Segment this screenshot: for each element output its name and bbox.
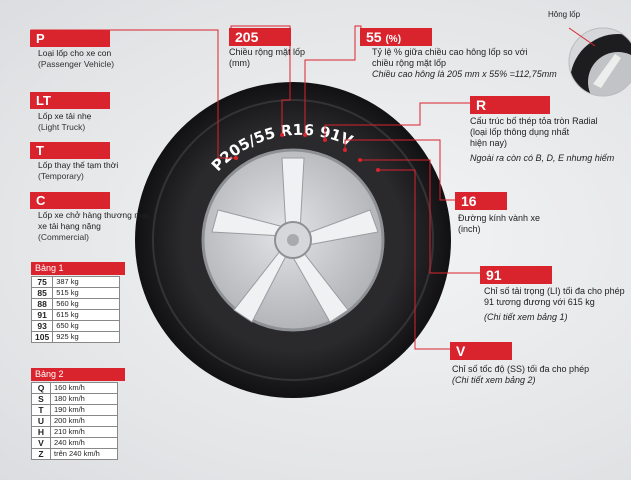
table-key: 88 <box>30 298 54 310</box>
tag-v: V <box>450 342 512 360</box>
table1-title: Bảng 1 <box>31 262 125 275</box>
tag-p: P <box>30 30 110 47</box>
table-value: trên 240 km/h <box>50 448 118 460</box>
table-value: 615 kg <box>52 309 121 321</box>
tag-91: 91 <box>480 266 552 284</box>
inset-label: Hông lốp <box>548 10 581 19</box>
table-key: Q <box>31 382 51 394</box>
tag-55: 55 (%) <box>360 28 432 46</box>
table-key: 105 <box>30 331 54 343</box>
table-value: 200 km/h <box>50 415 118 427</box>
table-value: 387 kg <box>52 276 121 288</box>
tag-205: 205 <box>229 28 291 46</box>
table-key: U <box>31 415 51 427</box>
tag-c: C <box>30 192 110 209</box>
table-value: 180 km/h <box>50 393 118 405</box>
table-value: 925 kg <box>52 331 121 343</box>
tag-r: R <box>470 96 550 114</box>
table-key: Z <box>31 448 51 460</box>
ann-v: Chỉ số tốc độ (SS) tối đa cho phép(Chi t… <box>452 364 590 385</box>
ann-16: Đường kính vành xe(inch) <box>458 213 540 234</box>
table-key: 75 <box>30 276 54 288</box>
table-key: 93 <box>30 320 54 332</box>
tag-16: 16 <box>455 192 507 210</box>
table-key: 91 <box>30 309 54 321</box>
ann-t: Lốp thay thế tạm thời(Temporary) <box>38 160 119 181</box>
table-value: 650 kg <box>52 320 121 332</box>
table-key: H <box>31 426 51 438</box>
table-value: 240 km/h <box>50 437 118 449</box>
table-key: T <box>31 404 51 416</box>
table-value: 515 kg <box>52 287 121 299</box>
tag-lt: LT <box>30 92 110 109</box>
ann-c: Lốp xe chở hàng thương mại,xe tải hạng n… <box>38 210 151 242</box>
table-key: S <box>31 393 51 405</box>
table-value: 560 kg <box>52 298 121 310</box>
ann-205: Chiều rộng mặt lốp(mm) <box>229 47 306 68</box>
sidewall-inset <box>568 27 631 97</box>
table-value: 160 km/h <box>50 382 118 394</box>
table2-title: Bảng 2 <box>31 368 125 381</box>
ann-lt: Lốp xe tải nhẹ(Light Truck) <box>38 111 92 132</box>
table-key: V <box>31 437 51 449</box>
tag-t: T <box>30 142 110 159</box>
ann-p: Loại lốp cho xe con(Passenger Vehicle) <box>38 48 115 69</box>
table-key: 85 <box>30 287 54 299</box>
ann-r: Cấu trúc bố thép tỏa tròn Radial(loại lố… <box>470 116 615 163</box>
tire-sidewall-ring <box>152 99 434 381</box>
table-value: 190 km/h <box>50 404 118 416</box>
table-value: 210 km/h <box>50 426 118 438</box>
